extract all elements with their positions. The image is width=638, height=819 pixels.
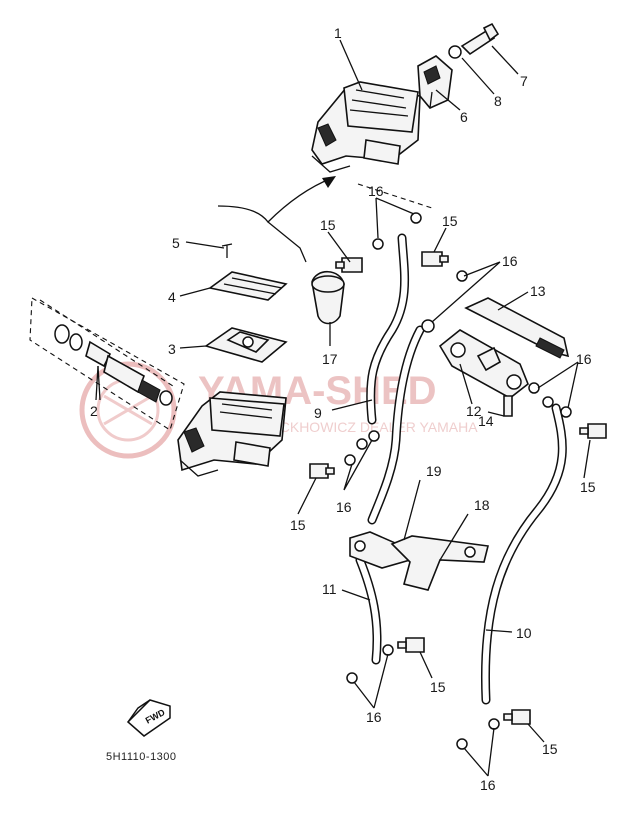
piston-kit-2	[29, 297, 185, 431]
callout-10: 10	[516, 625, 532, 641]
assembly-arrow	[217, 177, 333, 223]
fwd-arrow-icon: FWD	[126, 699, 171, 737]
hose-stay-18	[390, 535, 489, 591]
union-bolt-15-b	[421, 251, 449, 267]
bracket-13	[464, 297, 570, 359]
callout-7: 7	[520, 73, 528, 89]
reservoir-cap-17	[311, 270, 345, 325]
union-bolt-15-a	[335, 257, 363, 273]
callout-13: 13	[530, 283, 546, 299]
bolt-7	[460, 22, 500, 56]
callout-17: 17	[322, 351, 338, 367]
arrow-head-icon	[322, 176, 336, 188]
screw-5	[221, 243, 233, 258]
callout-5: 5	[172, 235, 180, 251]
joint-block-12	[438, 329, 529, 399]
callout-18: 18	[474, 497, 490, 513]
copper-washers-16	[344, 212, 572, 750]
callout-16e: 16	[366, 709, 382, 725]
callout-11: 11	[322, 581, 337, 597]
union-bolt-15-d	[579, 423, 607, 439]
washer-8	[448, 45, 462, 59]
master-cylinder-lower	[177, 391, 287, 477]
callout-14: 14	[478, 413, 494, 429]
brake-hose-10	[480, 403, 567, 705]
bolt-14	[503, 395, 513, 417]
callout-15e: 15	[430, 679, 446, 695]
leader-lines	[97, 39, 591, 777]
brake-hose-9	[366, 233, 410, 425]
callout-2: 2	[90, 403, 98, 419]
callout-16d: 16	[336, 499, 352, 515]
union-bolt-15-e	[397, 637, 425, 653]
callout-1: 1	[334, 25, 342, 41]
callout-15a: 15	[320, 217, 336, 233]
part-code: 5H1110-1300	[106, 751, 177, 763]
callout-6: 6	[460, 109, 468, 125]
callout-16b: 16	[502, 253, 518, 269]
callout-4: 4	[168, 289, 176, 305]
callout-15b: 15	[442, 213, 458, 229]
callout-16f: 16	[480, 777, 496, 793]
callout-16c: 16	[576, 351, 592, 367]
callout-16a: 16	[368, 183, 384, 199]
callout-15c: 15	[290, 517, 306, 533]
brake-hose-11	[355, 555, 382, 665]
watermark-logo-icon	[79, 361, 177, 459]
callout-9: 9	[314, 405, 322, 421]
brake-hose-upper	[367, 325, 425, 525]
union-bolt-15-c	[309, 463, 335, 479]
callout-12: 12	[466, 403, 482, 419]
callout-3: 3	[168, 341, 176, 357]
diaphragm-3	[204, 327, 288, 363]
union-bolt-15-f	[503, 709, 531, 725]
master-cylinder-upper	[311, 81, 421, 173]
callout-8: 8	[494, 93, 502, 109]
callout-19: 19	[426, 463, 442, 479]
clamp-holder	[417, 55, 453, 109]
cap-4	[208, 271, 288, 301]
callout-15f: 15	[542, 741, 558, 757]
callout-15d: 15	[580, 479, 596, 495]
watermark-subtitle: MOTOCKHOWICZ DEALER YAMAHA	[238, 419, 478, 435]
